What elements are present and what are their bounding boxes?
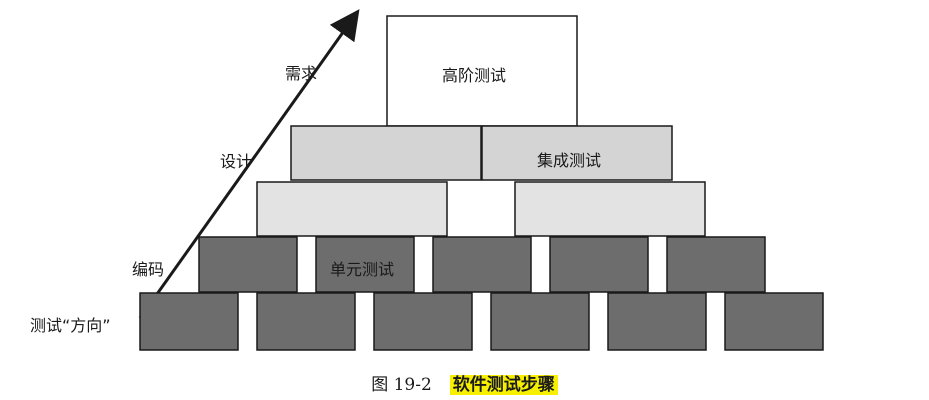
row3-block-left bbox=[256, 181, 448, 237]
high-level-test-label: 高阶测试 bbox=[442, 66, 507, 85]
row5-block-1 bbox=[139, 292, 239, 351]
label-requirements: 需求 bbox=[285, 64, 318, 83]
row5-block-5 bbox=[607, 292, 707, 351]
integration-test-block bbox=[481, 125, 673, 181]
figure-caption: 图 19-2 软件测试步骤 bbox=[0, 370, 929, 395]
row5-block-6 bbox=[724, 292, 824, 351]
label-coding: 编码 bbox=[132, 260, 165, 279]
row4-block-5 bbox=[666, 236, 766, 293]
row5-block-3 bbox=[373, 292, 473, 351]
direction-arrow bbox=[138, 9, 360, 319]
unit-test-block bbox=[315, 236, 415, 293]
row4-block-1 bbox=[198, 236, 298, 293]
figure-number: 图 19-2 bbox=[371, 375, 432, 395]
integration-block-left bbox=[290, 125, 482, 181]
row5-block-4 bbox=[490, 292, 590, 351]
integration-test-label: 集成测试 bbox=[537, 151, 602, 170]
row5-block-2 bbox=[256, 292, 356, 351]
row3-block-right bbox=[514, 181, 706, 237]
label-test-direction: 测试“方向” bbox=[30, 316, 111, 335]
row4-block-3 bbox=[432, 236, 532, 293]
figure-title: 软件测试步骤 bbox=[449, 375, 558, 395]
row4-block-4 bbox=[549, 236, 649, 293]
label-design: 设计 bbox=[220, 152, 253, 171]
unit-test-label: 单元测试 bbox=[330, 260, 395, 279]
